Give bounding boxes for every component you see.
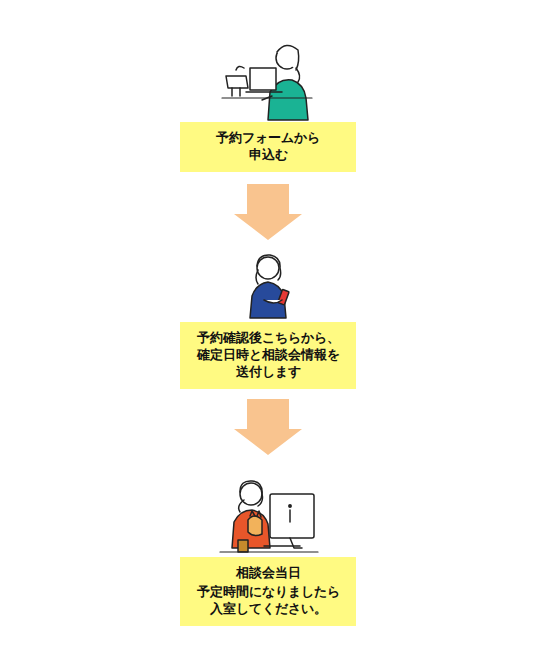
step-box: 予約確認後こちらから、 確定日時と相談会情報を 送付します [180, 322, 356, 389]
step-box: 相談会当日予定時間になりましたら 入室してください。 [180, 557, 356, 626]
step-text: 相談会当日 [236, 565, 301, 582]
step-text: 予約確認後こちらから、 確定日時と相談会情報を 送付します [192, 330, 344, 381]
person-phone-figure [250, 255, 289, 318]
step-subtext: 予定時間になりましたら 入室してください。 [192, 584, 344, 618]
flow-arrow [234, 184, 302, 240]
step-box: 予約フォームから 申込む [180, 122, 356, 172]
person-computer-figure [220, 481, 318, 552]
person-laptop-figure [222, 45, 312, 120]
flow-arrow [234, 399, 302, 455]
step-text: 予約フォームから 申込む [209, 130, 327, 164]
